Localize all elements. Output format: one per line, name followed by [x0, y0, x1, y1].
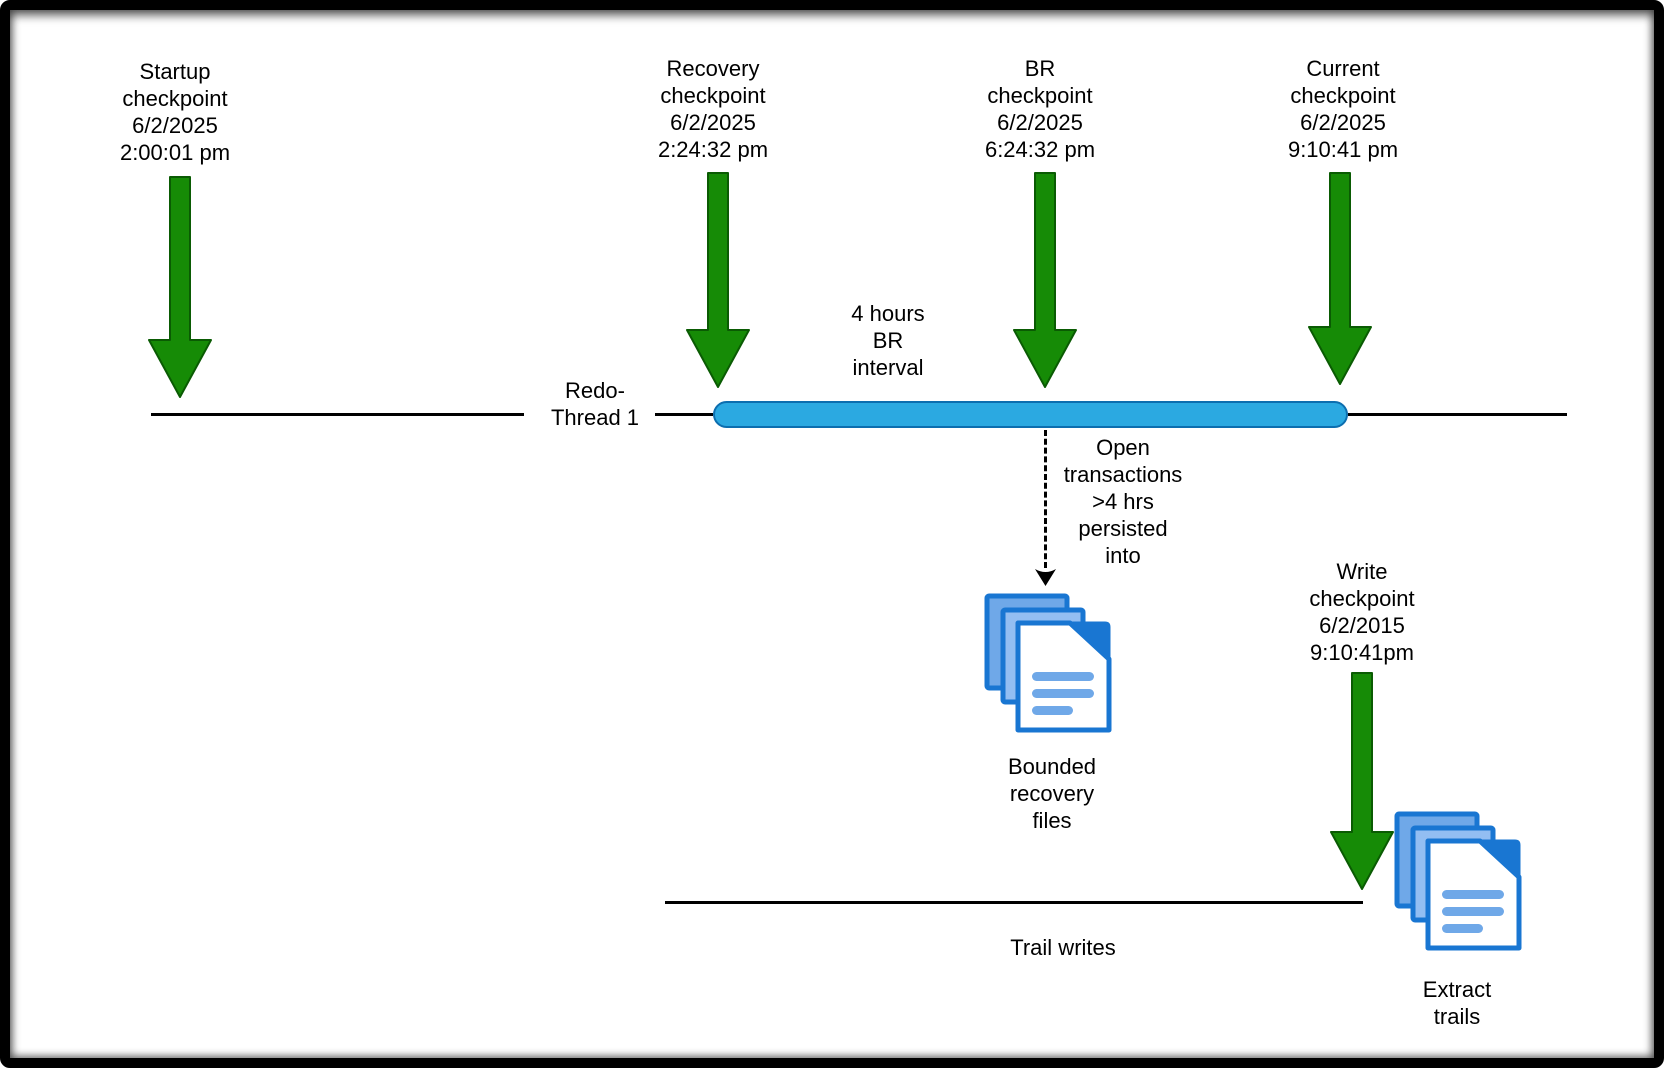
checkpoint-date: 6/2/2015	[1319, 613, 1405, 638]
bounded-recovery-line: recovery	[1009, 781, 1095, 806]
bounded-recovery-line: Bounded	[1007, 754, 1097, 779]
checkpoint-name: checkpoint	[122, 86, 228, 111]
checkpoint-label-write: Write checkpoint 6/2/2015 9:10:41pm	[1252, 558, 1472, 666]
br-interval-label-line: BR	[872, 328, 904, 353]
green-down-arrow-icon	[1013, 172, 1077, 388]
open-transactions-line: persisted	[1078, 516, 1168, 541]
trail-writes-label: Trail writes	[963, 934, 1163, 961]
br-interval-label-line: interval	[852, 355, 924, 380]
documents-stack-icon	[984, 593, 1112, 733]
checkpoint-time: 2:00:01 pm	[119, 140, 231, 165]
open-transactions-line: Open	[1096, 435, 1150, 460]
checkpoint-name: Current	[1306, 56, 1380, 81]
green-down-arrow-icon	[148, 176, 212, 398]
trail-writes-text: Trail writes	[1010, 935, 1116, 960]
open-transactions-line: >4 hrs	[1092, 489, 1154, 514]
extract-trails-label: Extract trails	[1357, 976, 1557, 1030]
checkpoint-time: 6:24:32 pm	[984, 137, 1096, 162]
checkpoint-date: 6/2/2025	[132, 113, 218, 138]
dashed-down-arrow-icon	[1044, 430, 1047, 568]
checkpoint-label-recovery: Recovery checkpoint 6/2/2025 2:24:32 pm	[603, 55, 823, 163]
trail-writes-line	[665, 901, 1363, 904]
checkpoint-label-br: BR checkpoint 6/2/2025 6:24:32 pm	[930, 55, 1150, 163]
dashed-arrowhead-icon	[1035, 569, 1056, 586]
bounded-recovery-files-label: Bounded recovery files	[952, 753, 1152, 834]
open-transactions-line: transactions	[1063, 462, 1183, 487]
checkpoint-time: 9:10:41pm	[1310, 640, 1414, 665]
redo-thread-label-line: Thread 1	[550, 405, 640, 430]
redo-thread-line-left	[151, 413, 524, 416]
checkpoint-name: checkpoint	[1290, 83, 1396, 108]
checkpoint-label-startup: Startup checkpoint 6/2/2025 2:00:01 pm	[65, 58, 285, 166]
checkpoint-time: 2:24:32 pm	[657, 137, 769, 162]
green-down-arrow-icon	[686, 172, 750, 388]
bounded-recovery-line: files	[1032, 808, 1072, 833]
br-interval-label: 4 hours BR interval	[788, 300, 988, 381]
checkpoint-date: 6/2/2025	[1300, 110, 1386, 135]
br-interval-label-line: 4 hours	[851, 301, 925, 326]
open-transactions-label: Open transactions >4 hrs persisted into	[1023, 434, 1223, 569]
redo-thread-label: Redo- Thread 1	[495, 377, 695, 431]
redo-thread-line-right	[1348, 413, 1567, 416]
open-transactions-line: into	[1105, 543, 1141, 568]
checkpoint-name: Write	[1336, 559, 1388, 584]
green-down-arrow-icon	[1308, 172, 1372, 385]
redo-thread-line-mid	[655, 413, 713, 416]
extract-trails-line: trails	[1433, 1004, 1481, 1029]
checkpoint-date: 6/2/2025	[997, 110, 1083, 135]
checkpoint-name: checkpoint	[660, 83, 766, 108]
green-down-arrow-icon	[1330, 672, 1394, 890]
checkpoint-name: Recovery	[666, 56, 760, 81]
extract-trails-line: Extract	[1422, 977, 1492, 1002]
checkpoint-label-current: Current checkpoint 6/2/2025 9:10:41 pm	[1233, 55, 1453, 163]
redo-thread-label-line: Redo-	[565, 378, 625, 403]
checkpoint-time: 9:10:41 pm	[1287, 137, 1399, 162]
br-interval-bar	[713, 401, 1348, 428]
checkpoint-name: checkpoint	[1309, 586, 1415, 611]
checkpoint-date: 6/2/2025	[670, 110, 756, 135]
checkpoint-name: checkpoint	[987, 83, 1093, 108]
checkpoint-name: Startup	[139, 59, 211, 84]
checkpoint-name: BR	[1024, 56, 1056, 81]
documents-stack-icon	[1394, 811, 1522, 951]
